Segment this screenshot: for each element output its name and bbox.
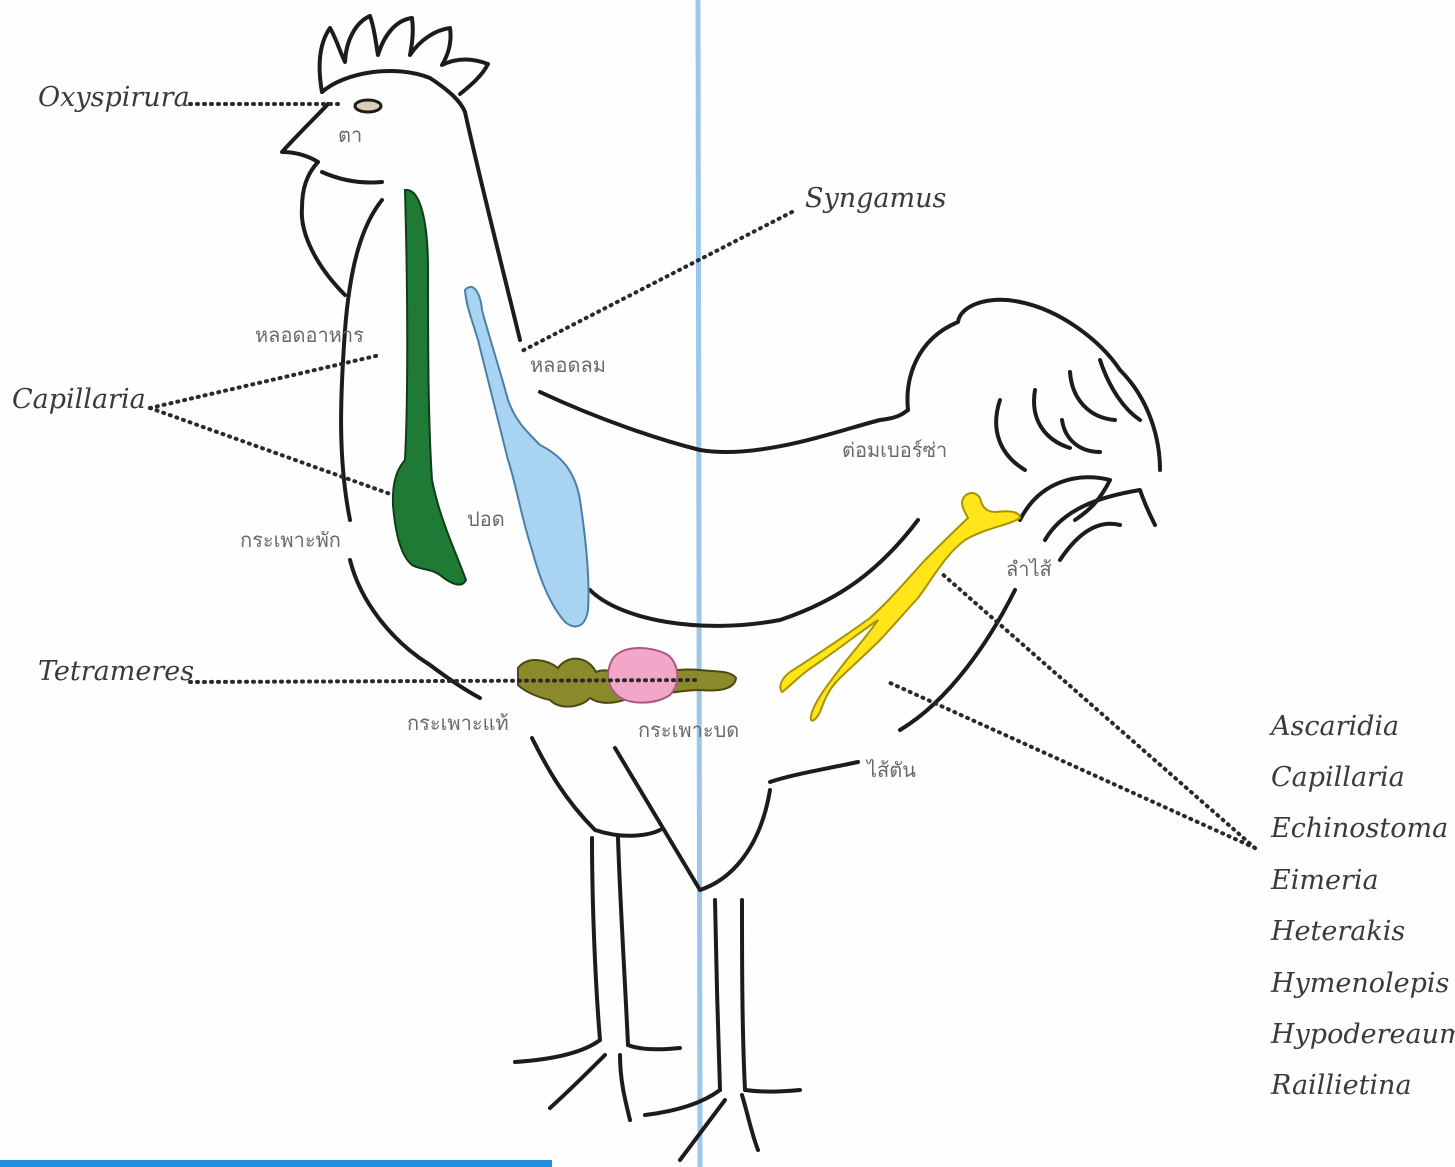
intestinal-parasite-item: Raillietina <box>1270 1070 1412 1101</box>
intestinal-parasite-list: Ascaridia Capillaria Echinostoma Eimeria… <box>1268 711 1455 1101</box>
leader-capillaria-crop <box>150 408 393 495</box>
organ-label-bursa: ต่อมเบอร์ซ่า <box>842 438 947 462</box>
organ-label-crop: กระเพาะพัก <box>240 528 341 552</box>
right-thigh <box>615 748 770 890</box>
intestinal-parasite-item: Heterakis <box>1270 916 1405 947</box>
wattle <box>302 162 345 295</box>
eye-icon <box>355 100 381 112</box>
page-fold-line <box>698 0 700 1167</box>
organ-label-gizzard: กระเพาะบด <box>638 718 739 742</box>
parasite-label-syngamus: Syngamus <box>805 183 946 214</box>
body-inner-line <box>590 520 918 626</box>
lower-abdomen <box>770 762 858 782</box>
leader-intestine-list-lower <box>888 682 1255 848</box>
parasite-label-oxyspirura: Oxyspirura <box>38 82 190 113</box>
tail-feather-1 <box>996 400 1025 470</box>
organ-label-eye: ตา <box>338 123 362 147</box>
left-shank <box>592 838 628 1045</box>
organ-label-ceca: ไส้ตัน <box>865 758 916 782</box>
intestinal-parasite-item: Echinostoma <box>1270 813 1448 844</box>
intestinal-parasite-item: Hypodereaum <box>1270 1019 1455 1050</box>
organ-label-lung: ปอด <box>467 507 505 531</box>
leader-tetrameres <box>190 680 700 682</box>
vent-line <box>900 590 1015 730</box>
throat <box>322 172 382 183</box>
bottom-blue-bar <box>0 1160 552 1167</box>
leader-capillaria-esophagus <box>150 355 380 408</box>
trachea-lung-shape <box>465 287 589 627</box>
right-shank <box>715 900 745 1090</box>
chicken-outline <box>282 16 1160 1160</box>
leader-syngamus <box>520 212 792 352</box>
organ-label-proventriculus: กระเพาะแท้ <box>407 711 509 735</box>
tail-lower-2 <box>1045 490 1155 540</box>
intestinal-parasite-item: Capillaria <box>1271 762 1405 793</box>
left-thigh <box>532 738 660 836</box>
organ-label-trachea: หลอดลม <box>530 353 606 377</box>
intestinal-parasite-item: Hymenolepis <box>1270 968 1449 999</box>
parasite-label-tetrameres: Tetrameres <box>38 656 194 687</box>
parasite-label-capillaria: Capillaria <box>12 384 146 415</box>
intestinal-parasite-item: Eimeria <box>1270 865 1379 896</box>
comb <box>320 16 488 94</box>
intestinal-parasite-item: Ascaridia <box>1268 711 1399 742</box>
tail-feather-2 <box>1034 390 1070 448</box>
left-foot <box>515 1040 680 1120</box>
esophagus-crop-shape <box>393 190 466 585</box>
tail-lower-3 <box>1060 524 1120 560</box>
right-foot <box>645 1090 800 1160</box>
leader-intestine-list-upper <box>940 572 1255 848</box>
beak <box>282 104 328 162</box>
organ-label-intestine: ลำไส้ <box>1006 557 1052 581</box>
organ-label-esophagus: หลอดอาหาร <box>255 323 364 347</box>
gizzard-shape <box>608 648 677 703</box>
head-back <box>322 71 465 112</box>
